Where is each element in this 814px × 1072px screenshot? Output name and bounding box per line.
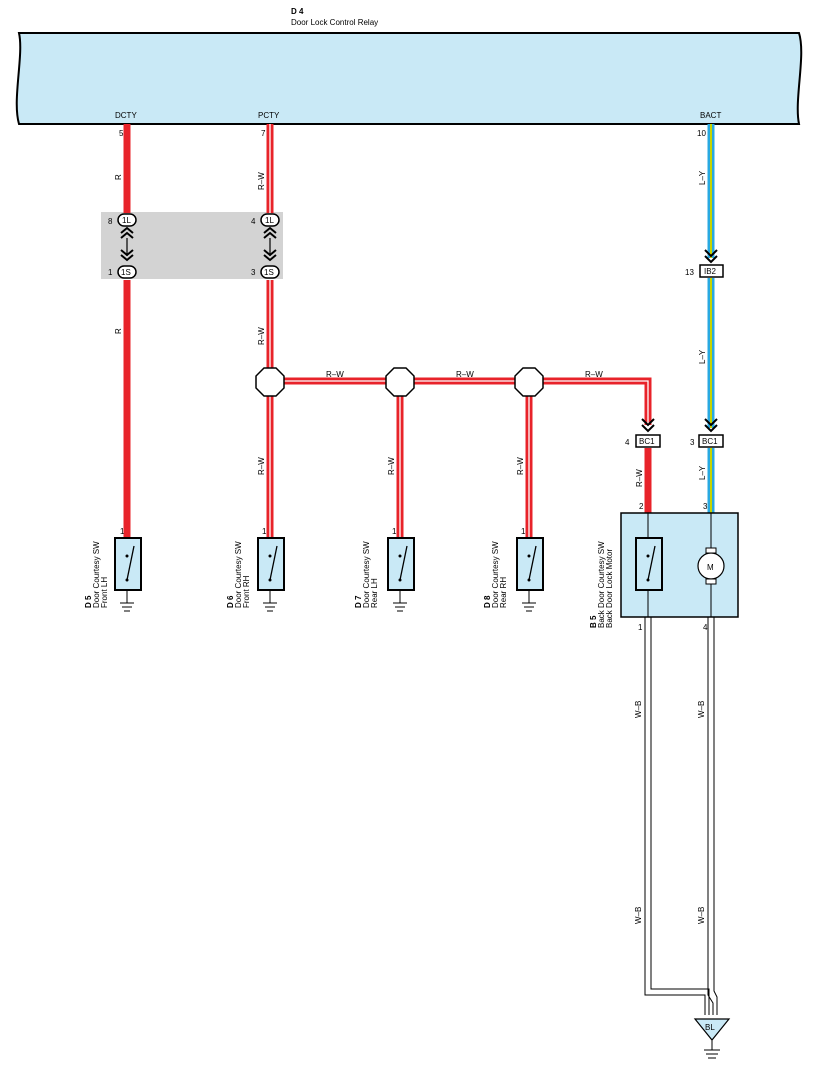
back-door-code: B 5 [589, 615, 598, 628]
wire-label-rw-1: R–W [257, 172, 266, 190]
wire-label-ly-3: L–Y [698, 465, 707, 480]
terminal-dcty: DCTY [115, 111, 137, 120]
wire-label-r-bottom: R [114, 328, 123, 334]
junction-connector-left: 1L 1S [117, 213, 137, 279]
relay-name: Door Lock Control Relay [291, 18, 378, 27]
switch-d8-position: Rear RH [499, 577, 508, 608]
wire-label-r-top: R [114, 174, 123, 180]
splice-3 [514, 367, 544, 397]
switch-d8-rear-rh [516, 537, 544, 612]
junction-pin-3: 3 [251, 268, 256, 277]
connector-bc1-rw-pin: 4 [625, 438, 630, 447]
wire-wb-ground [644, 617, 718, 1015]
back-door-name-2: Back Door Lock Motor [605, 549, 614, 628]
wire-label-wb-3: W–B [634, 907, 643, 924]
connector-ib2-pin: 13 [685, 268, 694, 277]
switch-d8-pin: 1 [521, 527, 526, 536]
switch-d5-front-lh [114, 537, 142, 612]
switch-d7-position: Rear LH [370, 578, 379, 608]
svg-text:1S: 1S [121, 268, 131, 277]
terminal-pcty: PCTY [258, 111, 280, 120]
switch-d6-code: D 6 [226, 595, 235, 608]
switch-d6-front-rh [257, 537, 285, 612]
back-door-pin-3: 3 [703, 502, 708, 511]
relay-code: D 4 [291, 7, 304, 16]
switch-d8-name: Door Courtesy SW [491, 541, 500, 608]
switch-d8-code: D 8 [483, 595, 492, 608]
switch-d5-pin: 1 [120, 527, 125, 536]
wire-label-rw-5: R–W [585, 370, 603, 379]
ground-point-bl: BL [693, 1018, 731, 1059]
wire-label-wb-4: W–B [697, 907, 706, 924]
wire-label-rw-8: R–W [516, 457, 525, 475]
junction-pin-8: 8 [108, 217, 113, 226]
ground-icon [704, 1049, 720, 1059]
wire-label-ly-1: L–Y [698, 170, 707, 185]
connector-bc1-ly: BC1 [698, 418, 724, 448]
ground-label: BL [705, 1023, 715, 1032]
switch-d6-name: Door Courtesy SW [234, 541, 243, 608]
switch-d5-position: Front LH [100, 577, 109, 608]
svg-text:1L: 1L [265, 216, 274, 225]
switch-d5-code: D 5 [84, 595, 93, 608]
wire-label-rw-4: R–W [456, 370, 474, 379]
wire-rw-pcty [266, 124, 652, 538]
back-door-pin-4: 4 [703, 623, 708, 632]
switch-d7-name: Door Courtesy SW [362, 541, 371, 608]
splice-1 [255, 367, 285, 397]
back-door-pin-1: 1 [638, 623, 643, 632]
switch-d7-rear-lh [387, 537, 415, 612]
terminal-bact: BACT [700, 111, 721, 120]
wire-label-rw-3: R–W [326, 370, 344, 379]
pin-dcty: 5 [119, 129, 124, 138]
svg-text:1S: 1S [264, 268, 274, 277]
motor-label: M [707, 563, 714, 572]
wire-label-rw-9: R–W [635, 469, 644, 487]
pin-pcty: 7 [261, 129, 266, 138]
switch-d6-position: Front RH [242, 575, 251, 608]
wire-label-rw-2: R–W [257, 327, 266, 345]
switch-d7-code: D 7 [354, 595, 363, 608]
wire-label-wb-1: W–B [634, 701, 643, 718]
junction-connector-right: 1L 1S [260, 213, 280, 279]
svg-text:BC1: BC1 [702, 437, 718, 446]
junction-pin-1: 1 [108, 268, 113, 277]
svg-text:1L: 1L [122, 216, 131, 225]
wire-label-rw-7: R–W [387, 457, 396, 475]
back-door-pin-2: 2 [639, 502, 644, 511]
connector-bc1-ly-pin: 3 [690, 438, 695, 447]
back-door-assembly: M [620, 512, 739, 618]
svg-text:BC1: BC1 [639, 437, 655, 446]
relay-box [15, 32, 803, 125]
splice-2 [385, 367, 415, 397]
connector-ib2: IB2 [699, 249, 724, 278]
splice-points [255, 367, 544, 397]
connector-bc1-rw: BC1 [635, 418, 661, 448]
switch-d6-pin: 1 [262, 527, 267, 536]
pin-bact: 10 [697, 129, 706, 138]
back-door-name-1: Back Door Courtesy SW [597, 541, 606, 628]
wire-label-rw-6: R–W [257, 457, 266, 475]
junction-pin-4: 4 [251, 217, 256, 226]
switch-d7-pin: 1 [392, 527, 397, 536]
wire-label-wb-2: W–B [697, 701, 706, 718]
switch-d5-name: Door Courtesy SW [92, 541, 101, 608]
wire-label-ly-2: L–Y [698, 349, 707, 364]
svg-text:IB2: IB2 [704, 267, 717, 276]
